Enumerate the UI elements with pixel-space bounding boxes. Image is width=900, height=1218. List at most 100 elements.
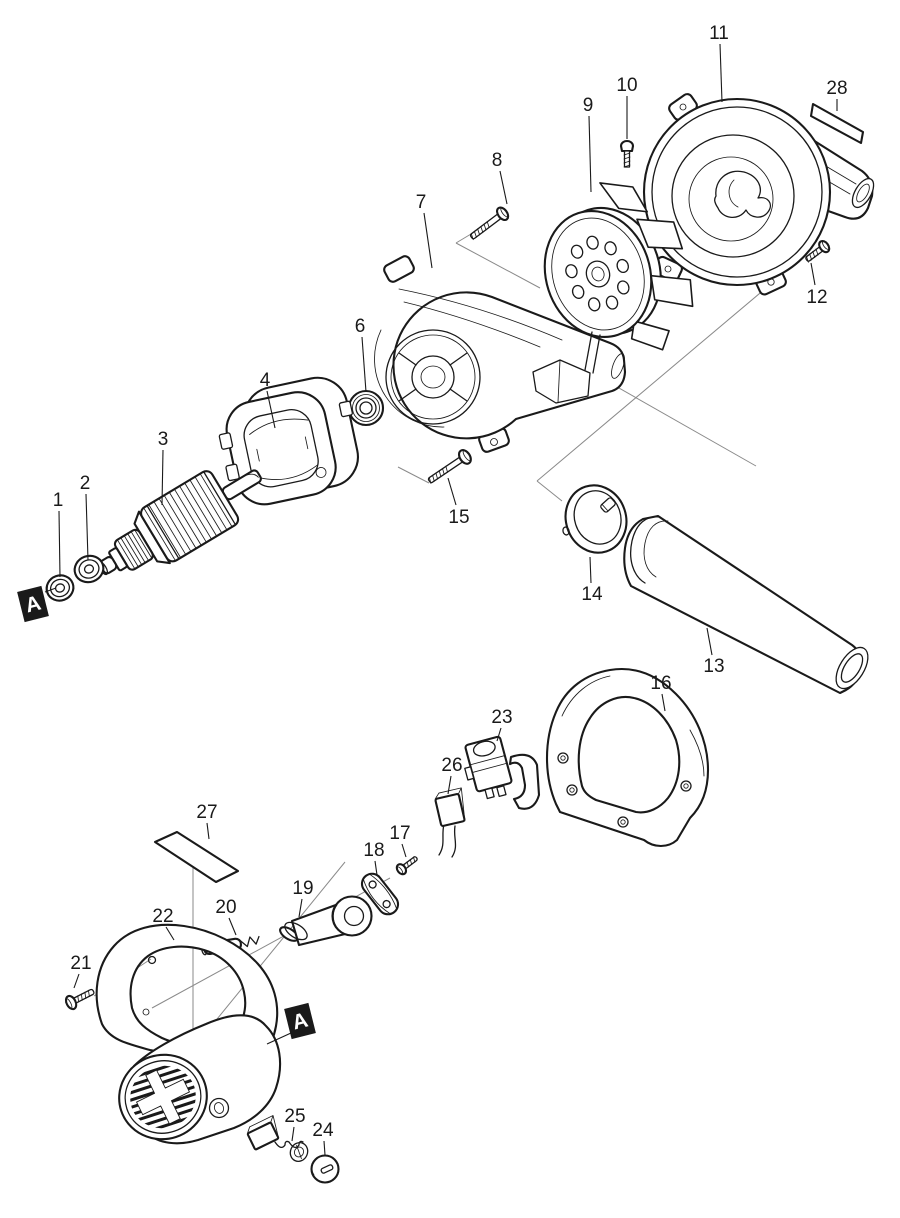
callout-8: 8 [492,150,508,205]
callout-26: 26 [441,755,463,795]
callout-6: 6 [355,316,367,393]
callout-leader-11 [719,43,723,103]
callout-leader-17 [401,843,407,858]
part-switch-23 [464,735,541,810]
part-label-plate-28 [809,102,865,145]
part-screw-12 [805,239,831,263]
callout-7: 7 [416,192,433,269]
callout-number-15: 15 [448,507,469,528]
callout-leader-3 [161,449,164,506]
callout-leader-2 [85,493,89,561]
part-brush-cap-24 [310,1154,340,1184]
callout-number-7: 7 [416,192,427,213]
callout-number-6: 6 [355,316,366,337]
callout-number-2: 2 [80,473,91,494]
callout-27: 27 [196,802,218,840]
callout-leader-15 [447,477,457,506]
callout-number-4: 4 [260,370,271,391]
callout-leader-22 [165,926,175,941]
part-bearing-6 [347,389,385,427]
callout-number-24: 24 [312,1120,334,1141]
callout-24: 24 [312,1120,334,1156]
callout-number-14: 14 [581,584,603,605]
callout-number-9: 9 [583,95,594,116]
part-handle-cover-16 [545,668,710,848]
callout-number-23: 23 [491,707,512,728]
part-fan-9 [543,182,694,351]
callout-leader-18 [374,860,378,876]
callout-leader-6 [361,336,367,393]
callout-number-26: 26 [441,755,462,776]
marker-leader [266,1032,292,1045]
part-carbon-brush-25 [246,1115,309,1162]
section-markers: AA [17,585,316,1045]
marker-box [17,585,49,623]
marker-letter: A [23,591,43,617]
callout-leader-27 [206,822,210,840]
callout-number-27: 27 [196,802,217,823]
part-armature-3 [97,469,262,576]
part-screw-17 [395,856,418,876]
callout-number-3: 3 [158,429,169,450]
part-clamp-plate-18 [360,872,400,916]
callout-leader-7 [423,212,433,269]
callout-21: 21 [70,953,92,989]
callout-12: 12 [806,262,828,308]
callout-number-18: 18 [363,840,384,861]
callout-13: 13 [703,627,725,677]
axis-line-4 [455,242,541,289]
part-washer-2 [73,554,105,584]
callout-leader-25 [291,1126,295,1142]
axis-line-5 [397,466,430,484]
part-suppressor-26 [434,787,466,858]
marker-letter: A [290,1008,310,1034]
callout-11: 11 [709,23,729,103]
callout-leader-24 [323,1140,326,1156]
callout-number-10: 10 [616,75,637,96]
part-label-plate-27 [153,830,240,884]
axis-line-0 [536,282,773,482]
callout-4: 4 [260,370,276,429]
callout-15: 15 [447,477,470,528]
callout-23: 23 [491,707,513,742]
callout-number-8: 8 [492,150,503,171]
callout-number-16: 16 [650,673,671,694]
callout-number-11: 11 [709,23,729,44]
callout-16: 16 [650,673,672,712]
part-screw-8 [469,206,510,241]
part-bearing-1 [45,574,75,602]
part-nozzle-13 [623,514,869,695]
callout-leader-4 [266,390,276,429]
callout-number-25: 25 [284,1106,305,1127]
callout-number-22: 22 [152,906,173,927]
callout-leader-14 [589,556,592,584]
callout-leader-13 [706,627,713,656]
part-screw-10 [619,139,635,168]
callout-leader-9 [588,115,592,193]
callout-10: 10 [616,75,638,139]
callout-number-17: 17 [389,823,410,844]
part-ring-14 [562,484,628,554]
callout-1: 1 [53,490,64,578]
callout-19: 19 [292,878,314,918]
callout-number-20: 20 [215,897,236,918]
callout-2: 2 [80,473,91,561]
part-lever-19 [279,895,373,947]
callout-number-1: 1 [53,490,64,511]
callout-leader-12 [810,262,816,286]
callout-18: 18 [363,840,385,876]
callout-leader-23 [496,727,502,742]
callouts: 1234678910111213141516171819202122232425… [53,23,848,1156]
callout-number-12: 12 [806,287,827,308]
axis-line-1 [536,480,563,502]
marker-leader [44,587,57,593]
callout-leader-26 [447,775,452,795]
section-marker-A-2: A [266,1002,316,1045]
callout-28: 28 [826,78,848,111]
part-motor-housing-22 [95,923,282,1145]
callout-number-21: 21 [70,953,91,974]
part-screw-15 [427,449,472,484]
callout-leader-1 [58,510,61,578]
section-marker-A-1: A [17,585,57,623]
